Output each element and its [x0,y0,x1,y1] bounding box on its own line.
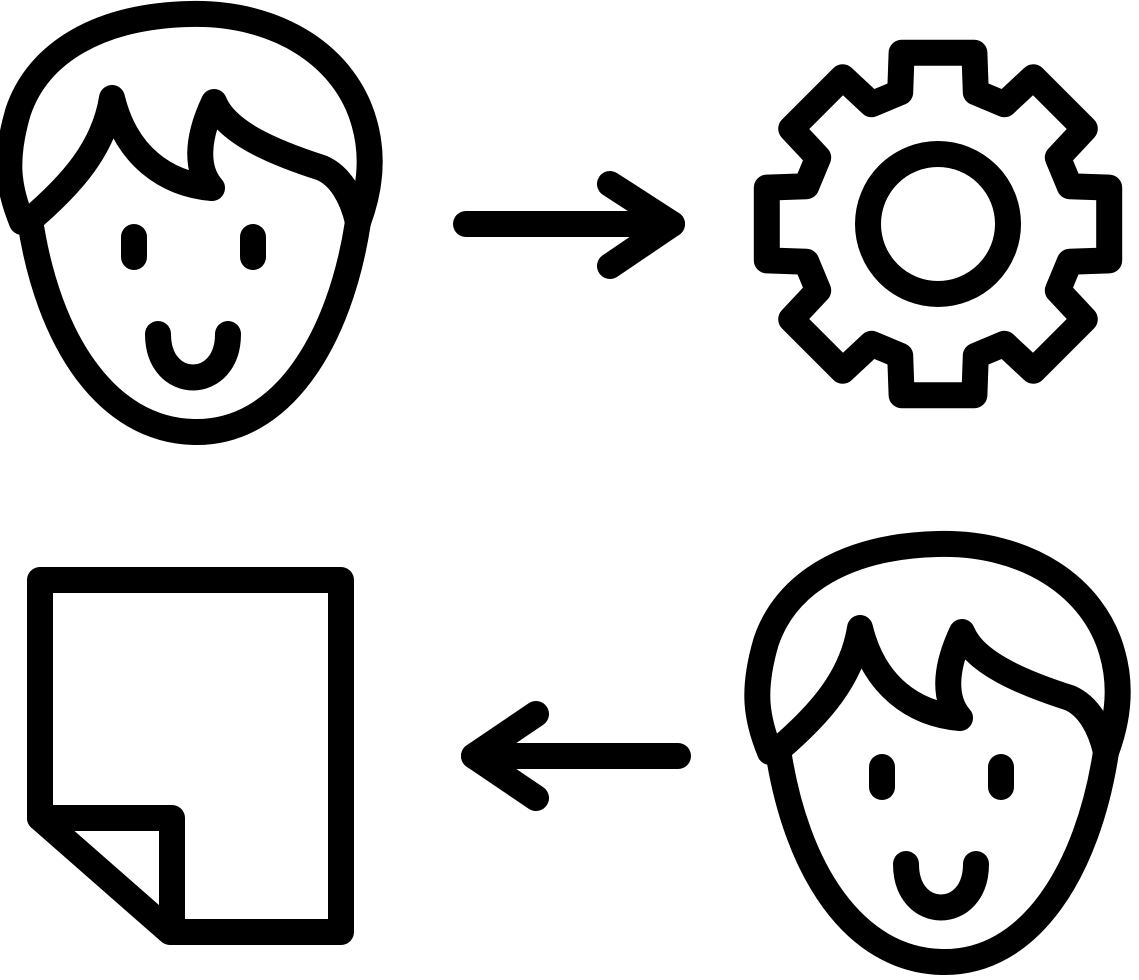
smile [145,321,241,391]
document-fold [27,805,185,945]
gear-hub [855,141,1021,307]
smile [893,851,989,921]
user-face-icon-bottom-right [744,530,1131,976]
arrow-head [597,171,685,279]
hair-fringe [765,615,1119,765]
jaw-outline [765,737,1119,976]
jaw-outline [17,207,371,446]
head-outline [0,0,383,235]
arrow-left-icon [461,701,691,811]
gear-outline [753,39,1123,409]
arrow-right-icon [453,171,685,279]
user-face-icon-top-left [0,0,383,446]
document-icon [27,567,354,945]
head-outline [744,530,1131,765]
hair-fringe [17,85,371,235]
arrow-head [461,701,549,811]
document-outline [27,567,354,945]
gear-icon [753,39,1123,409]
